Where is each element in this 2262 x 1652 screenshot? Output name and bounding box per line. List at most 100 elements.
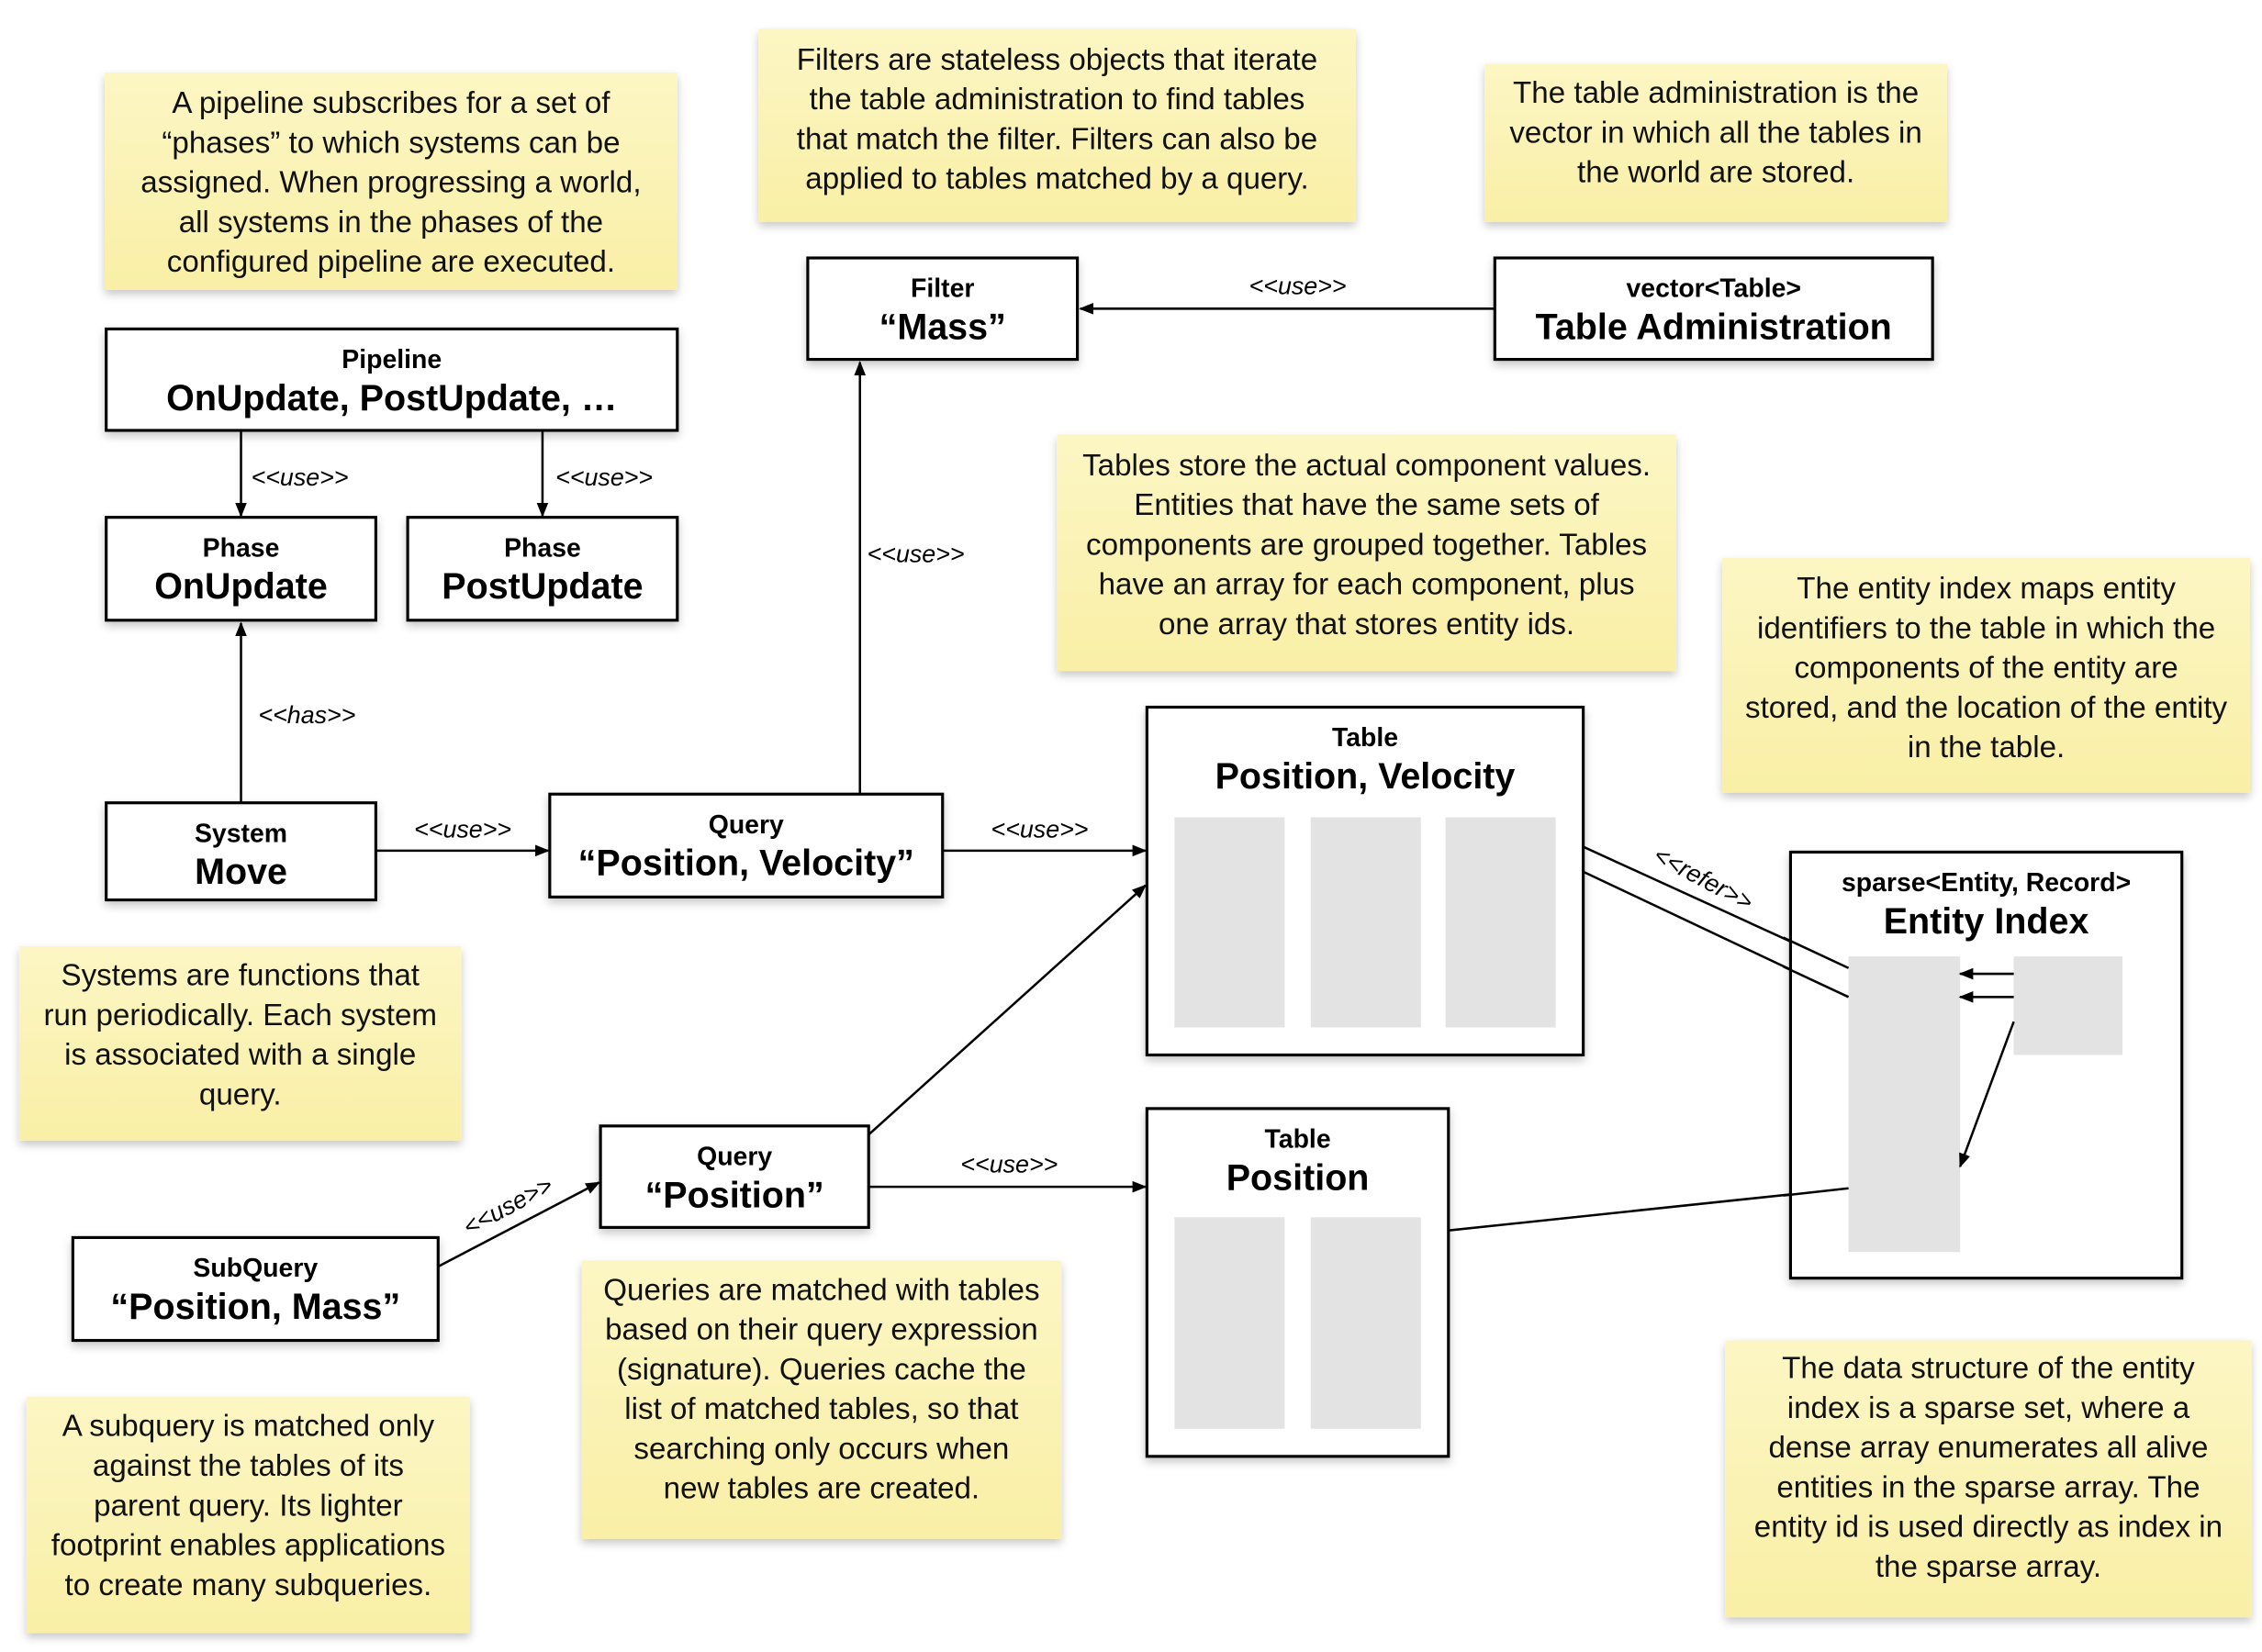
sticky-note-background <box>1725 1340 2252 1618</box>
note-line: dense array enumerates all alive <box>1768 1431 2208 1465</box>
box-name: OnUpdate <box>154 566 328 607</box>
note-line: The entity index maps entity <box>1797 572 2176 606</box>
sparse-array <box>2013 956 2122 1055</box>
note-line: list of matched tables, so that <box>624 1392 1018 1426</box>
relation-label-has: <<has>> <box>258 701 355 729</box>
sticky-note-background <box>1722 557 2250 793</box>
box-name: PostUpdate <box>442 566 643 607</box>
note-line: query. <box>199 1077 282 1111</box>
box-frame <box>105 801 377 902</box>
relation-label-use: <<use>> <box>1249 273 1347 300</box>
note-line: entities in the sparse array. The <box>1776 1470 2200 1504</box>
box-name: “Position” <box>645 1175 824 1215</box>
arrow-subquery-to-query <box>437 1181 600 1268</box>
note-line: all systems in the phases of the <box>179 206 603 240</box>
note-line: run periodically. Each system <box>43 999 437 1032</box>
relation-label-use: <<use>> <box>991 816 1089 843</box>
relation-label-use: <<use>> <box>960 1150 1058 1178</box>
box-frame <box>105 327 679 432</box>
sticky-note-background <box>758 28 1356 222</box>
note-filter: Filters are stateless objects that itera… <box>758 28 1356 222</box>
note-line: have an array for each component, plus <box>1099 568 1635 602</box>
note-tables: Tables store the actual component values… <box>1057 434 1676 672</box>
arrow-query-position-to-table-pv <box>868 884 1147 1136</box>
box-type: SubQuery <box>193 1254 318 1283</box>
note-line: Queries are matched with tables <box>603 1273 1039 1307</box>
box-table-admin[interactable]: vector<Table>Table Administration <box>1493 256 1934 362</box>
component-column <box>1445 817 1556 1028</box>
connector-segment <box>1782 966 1850 999</box>
box-type: Query <box>697 1142 772 1171</box>
box-subquery[interactable]: SubQuery “Position, Mass” <box>71 1235 440 1343</box>
box-frame <box>71 1235 440 1343</box>
note-line: Entities that have the same sets of <box>1134 488 1599 522</box>
note-line: is associated with a single <box>64 1038 416 1072</box>
note-line: (signature). Queries cache the <box>617 1353 1026 1387</box>
note-line: footprint enables applications <box>51 1529 445 1563</box>
note-queries: Queries are matched with tables based on … <box>581 1260 1062 1539</box>
box-type: Pipeline <box>342 345 442 374</box>
box-type: Phase <box>504 533 581 563</box>
box-name: Table Administration <box>1536 307 1892 347</box>
box-filter[interactable]: Filter“Mass” <box>806 256 1080 362</box>
note-line: vector in which all the tables in <box>1509 116 1921 150</box>
note-line: against the tables of its <box>93 1449 404 1483</box>
note-line: Filters are stateless objects that itera… <box>797 43 1317 77</box>
box-frame <box>806 256 1080 362</box>
box-type: Filter <box>911 274 974 304</box>
note-line: to create many subqueries. <box>65 1568 432 1602</box>
box-type: Query <box>709 810 784 840</box>
note-line: components are grouped together. Tables <box>1086 528 1647 562</box>
box-query-pv[interactable]: Query“Position, Velocity” <box>548 792 945 899</box>
box-type: sparse<Entity, Record> <box>1842 868 2131 898</box>
box-frame <box>1493 256 1934 362</box>
note-line: in the table. <box>1908 731 2065 765</box>
note-line: Tables store the actual component values… <box>1082 449 1651 483</box>
note-pipeline: A pipeline subscribes for a set of“phase… <box>105 72 677 290</box>
note-line: the sparse array. <box>1876 1550 2101 1584</box>
connector-segment <box>1782 936 1850 969</box>
box-entity-index[interactable]: sparse<Entity, Record>Entity Index <box>1782 850 2184 1280</box>
box-type: Phase <box>203 533 280 563</box>
sticky-note-background <box>1484 63 1947 222</box>
box-type: Table <box>1265 1125 1331 1155</box>
sticky-note-background <box>18 946 462 1141</box>
sticky-note-background <box>105 72 677 290</box>
note-line: stored, and the location of the entity <box>1745 691 2228 725</box>
box-query-p[interactable]: Query “Position” <box>599 1124 870 1229</box>
box-name: “Mass” <box>879 307 1006 347</box>
box-frame <box>548 792 945 899</box>
note-line: index is a sparse set, where a <box>1787 1391 2190 1425</box>
note-line: that match the filter. Filters can also … <box>797 122 1317 156</box>
relation-label-refer: <<refer>> <box>1649 841 1757 916</box>
note-line: applied to tables matched by a query. <box>805 162 1308 196</box>
note-line: based on their query expression <box>605 1313 1038 1347</box>
box-name: Move <box>195 852 287 892</box>
box-frame <box>105 516 377 622</box>
box-frame <box>599 1124 870 1229</box>
relation-label-use: <<use>> <box>868 541 965 568</box>
box-name: Position <box>1226 1157 1370 1198</box>
note-line: the table administration to find tables <box>810 83 1305 117</box>
note-line: the world are stored. <box>1577 156 1854 190</box>
dense-array <box>1848 956 1961 1253</box>
connector-segment <box>1783 1187 1849 1197</box>
note-line: identifiers to the table in which the <box>1757 611 2215 645</box>
box-name: “Position, Mass” <box>110 1287 400 1327</box>
relation-label-use: <<use>> <box>252 463 349 491</box>
box-name: “Position, Velocity” <box>578 843 914 884</box>
relation-label-use: <<use>> <box>414 816 511 843</box>
box-name: OnUpdate, PostUpdate, … <box>166 378 617 419</box>
component-column <box>1310 1217 1421 1429</box>
box-type: vector<Table> <box>1626 274 1801 304</box>
